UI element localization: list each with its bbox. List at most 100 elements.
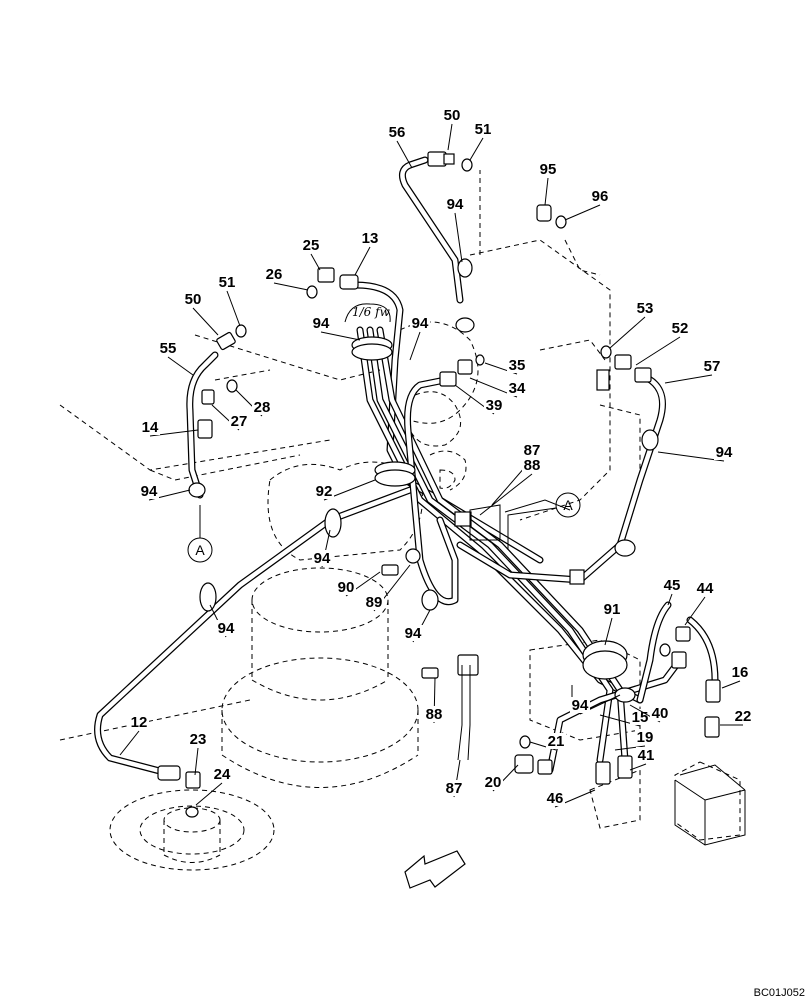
callout-90: 90 bbox=[336, 571, 381, 597]
callout-backdrop bbox=[252, 399, 272, 415]
callout-leader bbox=[320, 331, 361, 341]
callout-leader bbox=[194, 747, 199, 776]
callout-leader bbox=[544, 177, 549, 206]
callout-number: 19 bbox=[637, 729, 654, 746]
callout-leader bbox=[629, 763, 647, 771]
callout-number: 90 bbox=[338, 579, 355, 596]
callout-backdrop bbox=[444, 780, 464, 796]
callout-39: 39 bbox=[454, 384, 504, 415]
callout-backdrop bbox=[360, 230, 380, 246]
callout-backdrop bbox=[311, 315, 331, 331]
callout-number: 23 bbox=[190, 731, 207, 748]
callout-number: 57 bbox=[704, 358, 721, 375]
callout-13: 13 bbox=[354, 230, 380, 276]
callout-backdrop bbox=[602, 601, 622, 617]
callout-number: 94 bbox=[572, 697, 589, 714]
callout-backdrop bbox=[538, 161, 558, 177]
callout-94: 94 bbox=[570, 694, 621, 715]
callout-backdrop bbox=[635, 729, 655, 745]
callout-23: 23 bbox=[188, 731, 208, 776]
callout-24: 24 bbox=[195, 766, 232, 806]
callout-number: 89 bbox=[366, 594, 383, 611]
callout-number: 94 bbox=[716, 444, 733, 461]
callout-number: 53 bbox=[637, 300, 654, 317]
callout-number: 27 bbox=[231, 413, 248, 430]
callout-95: 95 bbox=[538, 161, 558, 206]
callout-leader bbox=[119, 730, 140, 756]
callout-backdrop bbox=[387, 124, 407, 140]
callout-46: 46 bbox=[545, 789, 596, 808]
callout-14: 14 bbox=[140, 419, 199, 437]
callout-backdrop bbox=[158, 340, 178, 356]
svg-text:A: A bbox=[195, 542, 205, 558]
callout-50: 50 bbox=[442, 107, 462, 151]
callout-94: 94 bbox=[445, 196, 465, 263]
callout-backdrop bbox=[733, 708, 753, 724]
callout-backdrop bbox=[217, 274, 237, 290]
callout-leader bbox=[604, 617, 613, 646]
callout-53: 53 bbox=[609, 300, 655, 349]
callout-number: 44 bbox=[697, 580, 714, 597]
callout-88: 88 bbox=[424, 677, 444, 724]
callout-number: 87 bbox=[524, 442, 541, 459]
callout-94: 94 bbox=[312, 529, 332, 568]
callout-number: 35 bbox=[509, 357, 526, 374]
callout-backdrop bbox=[129, 714, 149, 730]
callout-50: 50 bbox=[183, 291, 219, 336]
callout-leader bbox=[657, 451, 725, 462]
callout-21: 21 bbox=[529, 733, 566, 751]
callout-94: 94 bbox=[209, 604, 236, 638]
callout-backdrop bbox=[546, 733, 566, 749]
callout-backdrop bbox=[473, 121, 493, 137]
callout-number: 92 bbox=[316, 483, 333, 500]
callout-28: 28 bbox=[235, 389, 272, 417]
callout-number: 51 bbox=[219, 274, 236, 291]
callout-backdrop bbox=[590, 188, 610, 204]
callout-backdrop bbox=[336, 579, 356, 595]
svg-text:A: A bbox=[563, 497, 573, 513]
callout-number: 88 bbox=[426, 706, 443, 723]
callout-backdrop bbox=[314, 483, 334, 499]
callout-backdrop bbox=[403, 625, 423, 641]
callout-number: 94 bbox=[405, 625, 422, 642]
callout-96: 96 bbox=[564, 188, 610, 221]
reference-marker-right: A bbox=[507, 492, 581, 550]
callout-number: 34 bbox=[509, 380, 526, 397]
callout-number: 56 bbox=[389, 124, 406, 141]
callout-backdrop bbox=[522, 457, 542, 473]
callout-leader bbox=[667, 593, 673, 606]
callout-leader bbox=[664, 374, 713, 384]
callout-number: 16 bbox=[732, 664, 749, 681]
callout-backdrop bbox=[522, 442, 542, 458]
callout-leader bbox=[635, 336, 681, 366]
callout-number: 21 bbox=[548, 733, 565, 750]
callout-leader bbox=[614, 745, 646, 751]
callout-backdrop bbox=[442, 107, 462, 123]
callout-leader bbox=[609, 316, 646, 349]
callout-backdrop bbox=[483, 774, 503, 790]
callout-52: 52 bbox=[635, 320, 690, 366]
callout-leader bbox=[564, 204, 601, 221]
callout-number: 22 bbox=[735, 708, 752, 725]
clamps bbox=[188, 258, 659, 703]
callout-number: 55 bbox=[160, 340, 177, 357]
callout-leader bbox=[167, 356, 194, 376]
callout-backdrop bbox=[364, 594, 384, 610]
callout-94: 94 bbox=[311, 315, 361, 341]
callout-backdrop bbox=[545, 790, 565, 806]
callout-number: 94 bbox=[141, 483, 158, 500]
callout-number: 15 bbox=[632, 709, 649, 726]
callout-backdrop bbox=[216, 620, 236, 636]
direction-arrow bbox=[404, 850, 466, 889]
callout-leader bbox=[273, 282, 309, 291]
callout-number: 24 bbox=[214, 766, 231, 783]
callout-94: 94 bbox=[657, 444, 734, 462]
callout-94: 94 bbox=[403, 609, 431, 643]
callout-backdrop bbox=[662, 577, 682, 593]
callout-20: 20 bbox=[483, 764, 519, 792]
callout-number: 12 bbox=[131, 714, 148, 731]
callout-number: 87 bbox=[446, 780, 463, 797]
callout-leader bbox=[469, 137, 484, 161]
callout-number: 88 bbox=[524, 457, 541, 474]
